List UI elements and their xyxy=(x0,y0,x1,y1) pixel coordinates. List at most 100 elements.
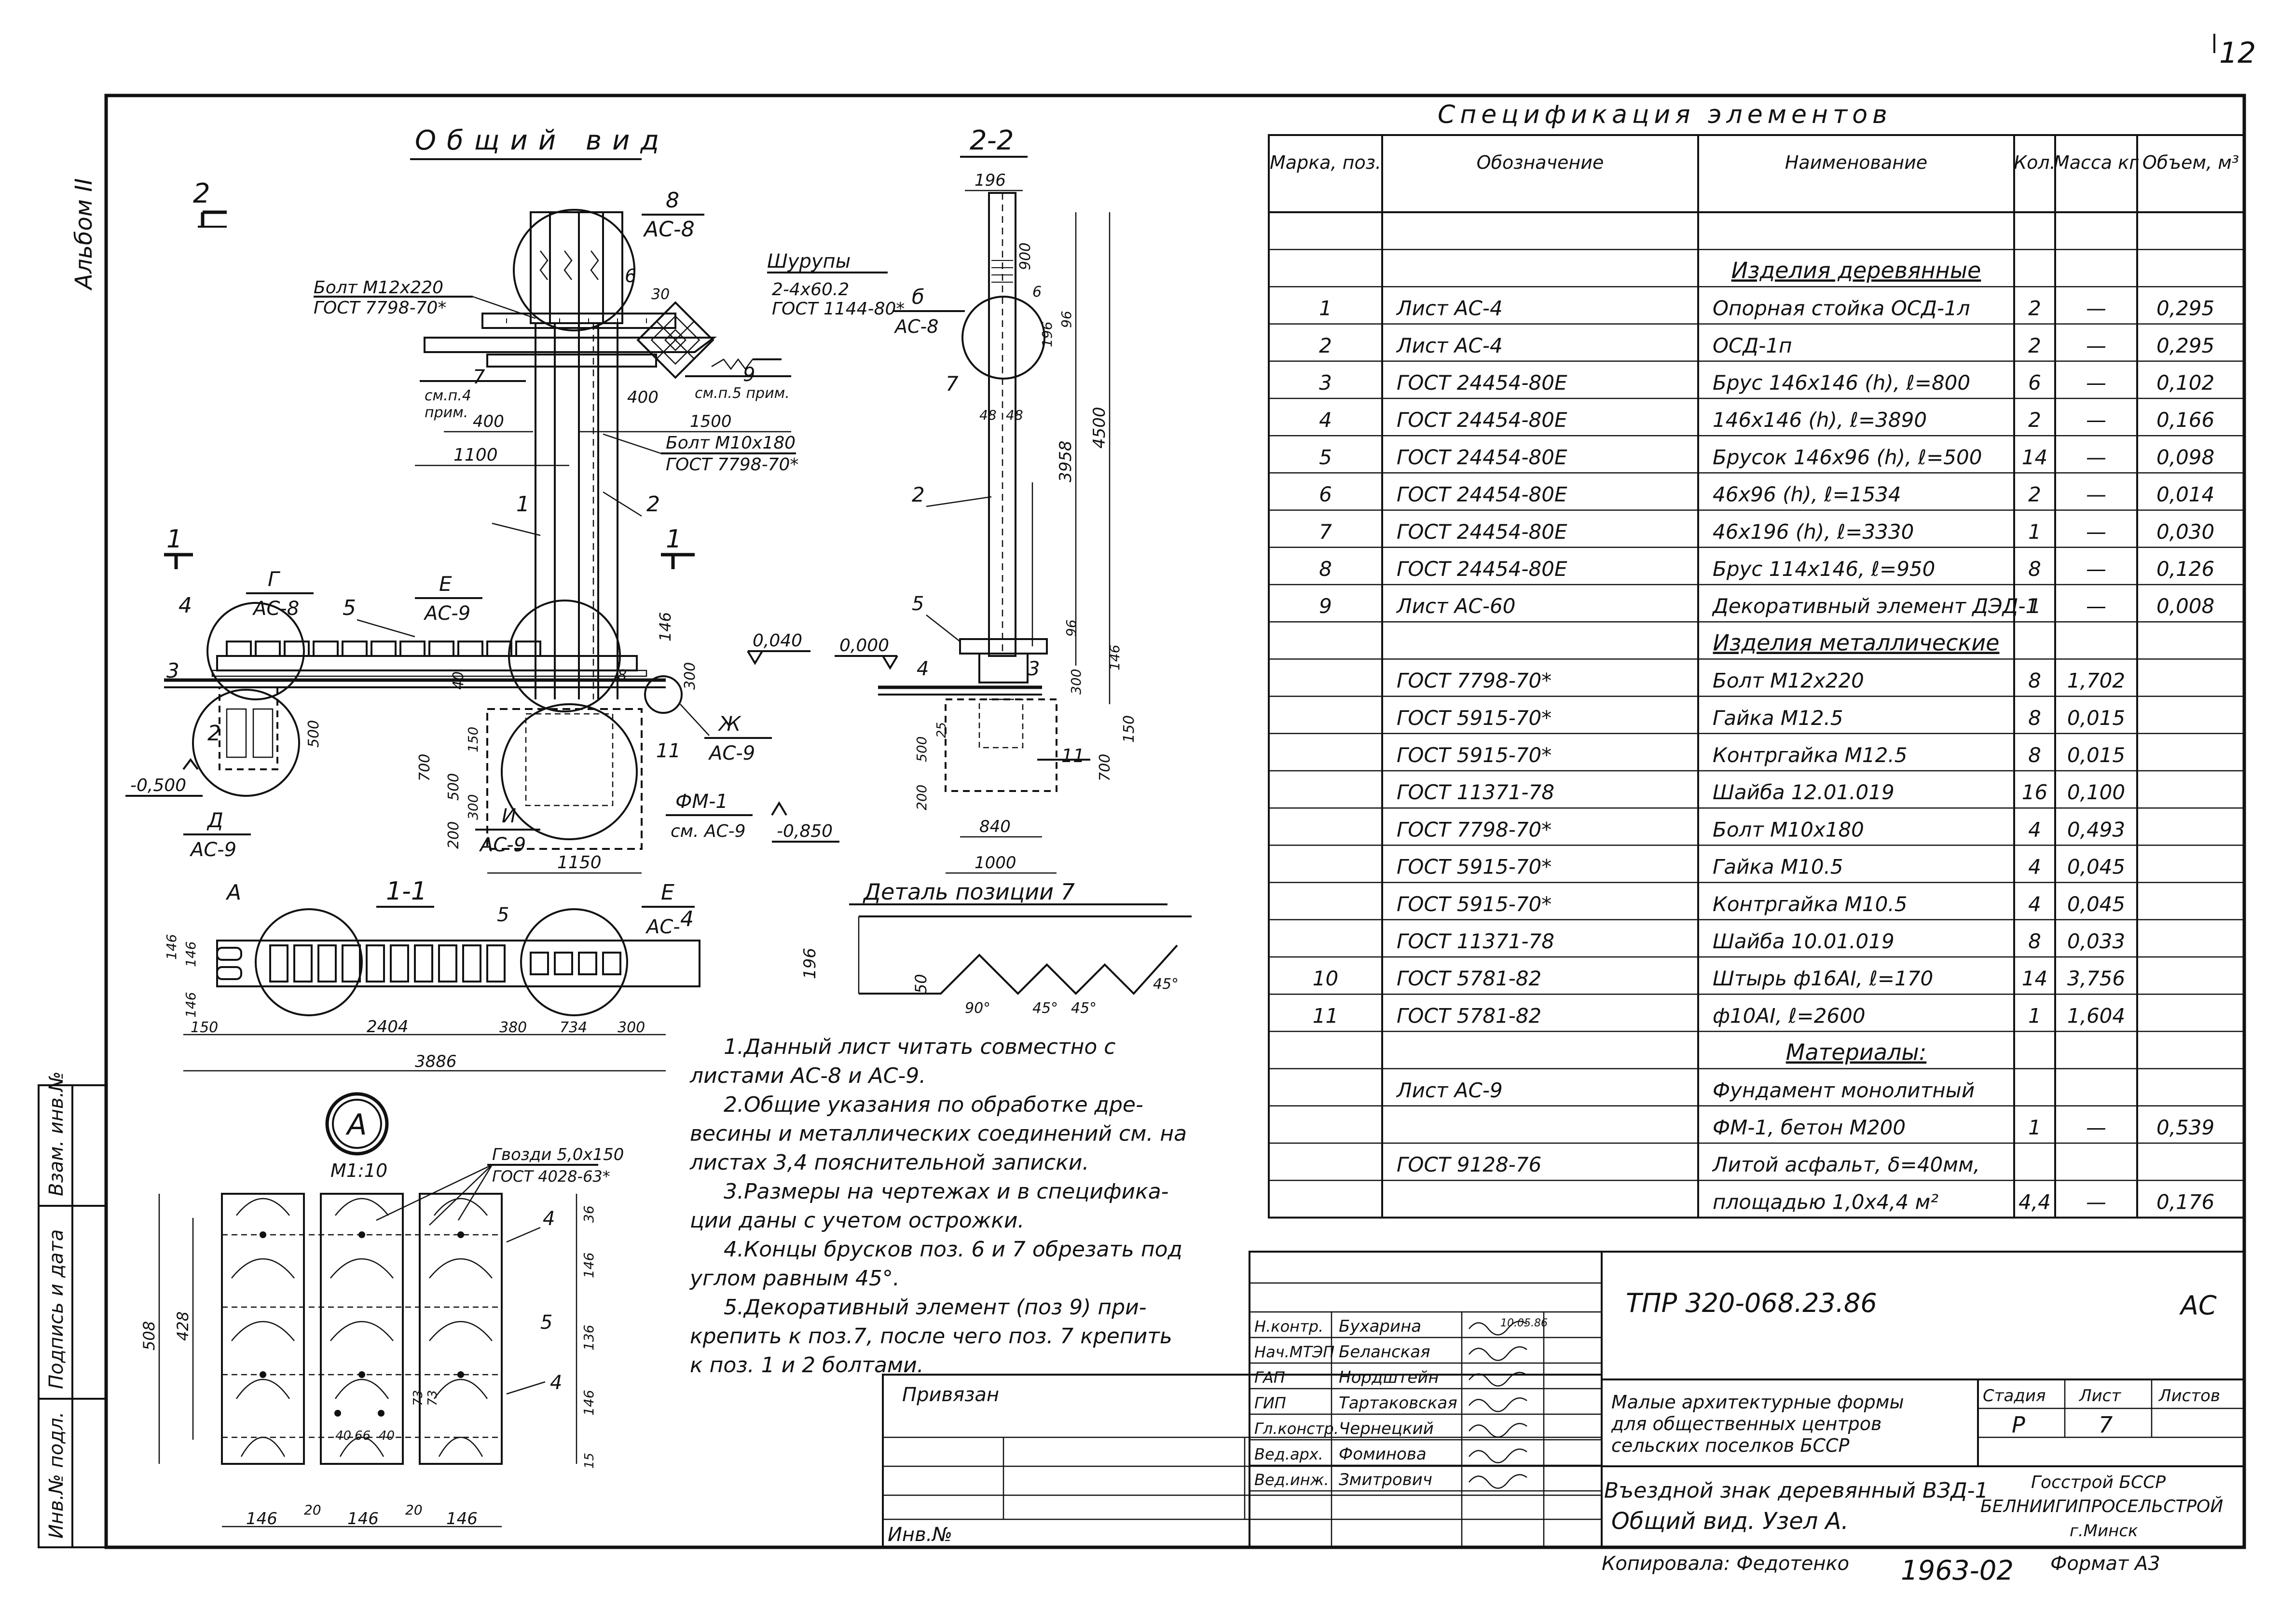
spec-cell-qty: 4 xyxy=(2028,818,2041,841)
callout-i-ref: АС-9 xyxy=(479,834,526,856)
spec-cell-mass: 3,756 xyxy=(2067,967,2125,990)
dim-73b: 73 xyxy=(426,1390,440,1406)
spec-cell-code: ГОСТ 7798-70* xyxy=(1397,669,1551,693)
general-view: Общий вид 2 8 АС-8 Болт М12х220 ГОСТ 779… xyxy=(125,125,905,874)
dim-146b: 146 xyxy=(183,942,199,967)
detail-a-scale: М1:10 xyxy=(330,1160,387,1181)
spec-header-5: Объем, м³ xyxy=(2142,152,2239,173)
callout-3: 3 xyxy=(166,659,179,682)
dim-150a: 150 xyxy=(465,727,481,752)
foundation-fm1 xyxy=(486,708,643,850)
note-line-12: к поз. 1 и 2 болтами. xyxy=(690,1353,924,1378)
spec-header-1: Обозначение xyxy=(1477,152,1604,173)
stage-value: Р xyxy=(2012,1412,2025,1438)
callout-circle-i xyxy=(501,703,638,840)
spec-cell-name: Литой асфальт, δ=40мм, xyxy=(1712,1153,1980,1176)
binding-label: Привязан xyxy=(902,1384,999,1406)
spec-cell-code: ГОСТ 11371-78 xyxy=(1397,929,1554,953)
dim-30: 30 xyxy=(651,286,670,303)
detail-7-title: Деталь позиции 7 xyxy=(863,879,1075,905)
dim-700: 700 xyxy=(1097,754,1113,781)
spec-cell-mass: — xyxy=(2086,520,2106,544)
signature xyxy=(1469,1321,1527,1336)
spec-cell-code: ГОСТ 24454-80Е xyxy=(1397,520,1567,544)
dim-500: 500 xyxy=(305,720,322,748)
callout-11: 11 xyxy=(656,740,681,762)
dim-150: 150 xyxy=(191,1019,218,1036)
spec-cell-pos: 2 xyxy=(1319,334,1332,357)
spec-cell-qty: 4,4 xyxy=(2018,1190,2051,1214)
spec-header-0: Марка, поз. xyxy=(1270,152,1381,173)
dim-146a: 146 xyxy=(581,1253,597,1278)
spec-cell-name: Декоративный элемент ДЭД-1 xyxy=(1712,594,2038,618)
spec-cell-name: ф10AI, ℓ=2600 xyxy=(1713,1004,1866,1027)
spec-cell-name: Контргайка М12.5 xyxy=(1713,743,1907,767)
spec-cell-mass: — xyxy=(2086,371,2106,395)
spec-cell-mass: 1,702 xyxy=(2067,669,2125,693)
level-0040: 0,040 xyxy=(753,631,802,651)
spec-cell-code: ГОСТ 5781-82 xyxy=(1397,1004,1541,1027)
base-beam xyxy=(216,655,638,671)
note-line-1: 1.Данный лист читать совместно с xyxy=(724,1035,1115,1059)
spec-cell-mass: 1,604 xyxy=(2067,1004,2125,1027)
slat-section-3 xyxy=(419,1193,503,1465)
spec-cell-mass: — xyxy=(2086,594,2106,618)
callout-4b: 4 xyxy=(550,1372,562,1394)
org-line-2: БЕЛНИИГИПРОСЕЛЬСТРОЙ xyxy=(1980,1496,2223,1516)
dim-48a: 48 xyxy=(979,407,997,423)
note-line-6: 3.Размеры на чертежах и в специфика- xyxy=(724,1179,1169,1204)
spec-cell-mass: — xyxy=(2086,1116,2106,1139)
level-0850: -0,850 xyxy=(777,821,833,841)
spec-cell-name: площадью 1,0х4,4 м² xyxy=(1713,1190,1938,1214)
spec-cell-qty: 2 xyxy=(2028,297,2041,320)
callout-zh: Ж xyxy=(717,712,741,736)
title-block-name: Змитрович xyxy=(1339,1470,1432,1489)
general-view-title: Общий вид xyxy=(415,125,670,156)
archive-number: 1963-02 xyxy=(1901,1555,2014,1586)
album-label: Альбом II xyxy=(70,178,97,291)
doc-code: ТПР 320-068.23.86 xyxy=(1626,1288,1877,1318)
project-line-2: для общественных центров xyxy=(1611,1413,1881,1434)
callout-8-ref: АС-8 xyxy=(643,217,695,242)
dim-w146c: 146 xyxy=(446,1509,478,1528)
dim-40: 40 xyxy=(450,671,467,690)
dim-200: 200 xyxy=(914,785,930,810)
spec-cell-code: ГОСТ 24454-80Е xyxy=(1397,445,1567,469)
note-line-3: 2.Общие указания по обработке дре- xyxy=(724,1092,1143,1117)
callout-b-ref: АС-8 xyxy=(893,316,938,337)
title-block-role: Нач.МТЭП xyxy=(1254,1343,1334,1361)
dim-400b: 400 xyxy=(627,388,659,407)
dim-8: 8 xyxy=(618,667,627,684)
dim-300b: 300 xyxy=(465,794,481,820)
spec-cell-pos: 10 xyxy=(1313,967,1338,990)
level-0000: 0,000 xyxy=(839,636,889,655)
spec-cell-mass: 0,045 xyxy=(2067,892,2125,916)
title-block-name: Бухарина xyxy=(1339,1317,1421,1336)
spec-cell-code: Лист АС-4 xyxy=(1396,297,1503,320)
title-block-role: Вед.инж. xyxy=(1254,1471,1329,1489)
callout-4: 4 xyxy=(680,907,694,931)
signature xyxy=(1469,1474,1527,1489)
dim-500: 500 xyxy=(914,737,930,762)
spec-cell-name: Болт М10х180 xyxy=(1713,818,1864,841)
spec-cell-name: Изделия металлические xyxy=(1713,629,1999,655)
spec-cell-code: ГОСТ 24454-80Е xyxy=(1397,483,1567,506)
spec-cell-vol: 0,295 xyxy=(2156,334,2214,357)
callout-8: 8 xyxy=(666,188,679,213)
spec-cell-qty: 2 xyxy=(2028,334,2041,357)
spec-cell-name: Шайба 12.01.019 xyxy=(1713,780,1895,804)
level-0500: -0,500 xyxy=(130,776,186,795)
dim-136: 136 xyxy=(581,1325,597,1351)
spec-cell-mass: 0,015 xyxy=(2067,743,2125,767)
dim-146: 146 xyxy=(1107,645,1123,670)
callout-2: 2 xyxy=(912,483,925,506)
spec-cell-name: Контргайка М10.5 xyxy=(1713,892,1907,916)
sheet-code: АС xyxy=(2179,1290,2217,1321)
dim-500b: 500 xyxy=(445,773,462,801)
sheet-label: Лист xyxy=(2078,1386,2121,1406)
bolt2-label: Болт М10х180 xyxy=(666,433,796,453)
spec-cell-qty: 8 xyxy=(2028,706,2041,730)
callout-b: б xyxy=(912,285,924,309)
screws-std: ГОСТ 1144-80* xyxy=(772,299,905,319)
